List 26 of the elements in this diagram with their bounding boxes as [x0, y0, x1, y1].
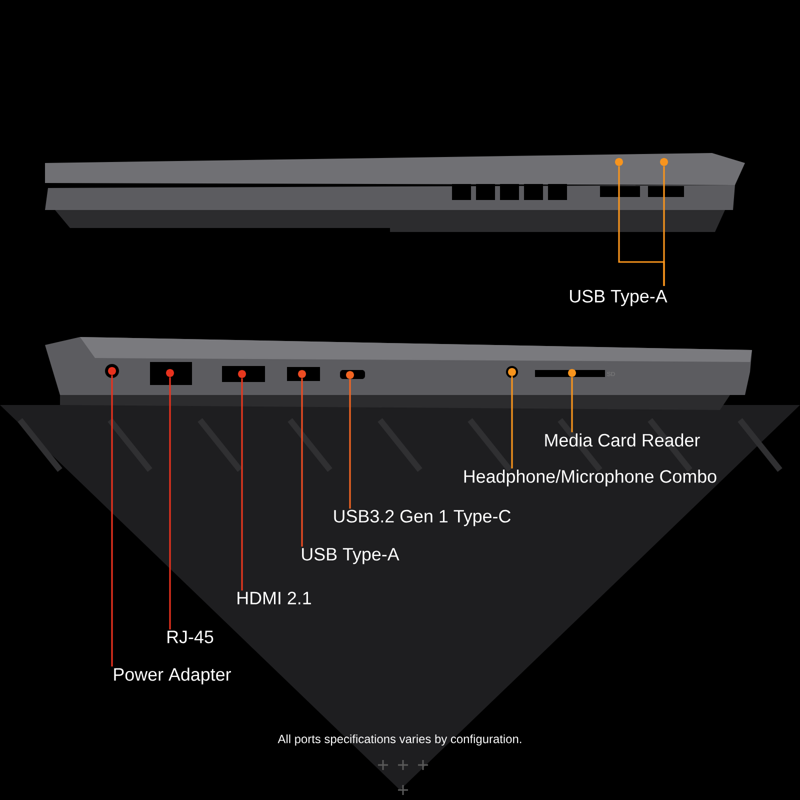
port-marker: [298, 370, 306, 378]
port-label: Power Adapter: [114, 668, 231, 684]
leader-line: [169, 377, 171, 630]
port-marker: [346, 371, 354, 379]
leader-line: [349, 379, 351, 509]
port-label: HDMI 2.1: [238, 592, 311, 604]
port-marker: [108, 367, 116, 375]
leader-line: [111, 375, 113, 666]
port-label: Headphone/Microphone Combo: [464, 470, 716, 486]
leader-line: [511, 376, 513, 468]
port-marker: [568, 369, 576, 377]
port-marker: [238, 370, 246, 378]
port-label: USB Type-A: [302, 548, 400, 564]
port-label: USB Type-A: [570, 290, 668, 306]
caption: All ports specifications varies by configuration.: [278, 734, 522, 746]
port-label: USB3.2 Gen 1 Type-C: [334, 510, 511, 526]
port-marker: [508, 368, 516, 376]
leader-line: [301, 378, 303, 547]
port-label: RJ-45: [168, 630, 214, 644]
port-marker: [166, 369, 174, 377]
leader-line: [571, 377, 573, 432]
port-marker: [660, 158, 668, 166]
leader-line: [663, 166, 665, 286]
leader-line: [241, 378, 243, 591]
port-label: Media Card Reader: [545, 433, 700, 447]
port-marker: [615, 158, 623, 166]
